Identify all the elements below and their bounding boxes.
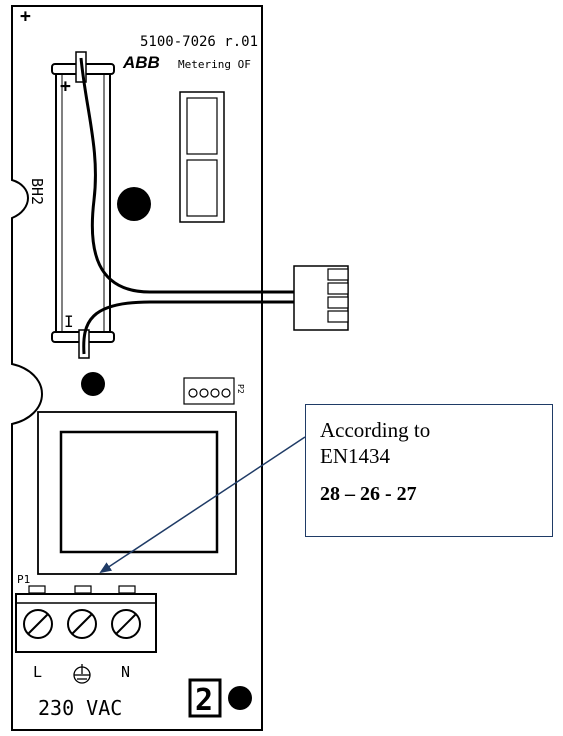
terminal-screw — [111, 609, 141, 639]
brand-suffix: Metering OF — [178, 58, 251, 71]
battery-label: BH2 — [28, 178, 46, 205]
chip-component — [179, 91, 225, 223]
battery-wire-positive — [79, 57, 295, 294]
small-connector — [183, 377, 235, 405]
jumper-number-box — [188, 678, 222, 718]
callout-line-1: According to — [320, 418, 431, 442]
callout-line-2: EN1434 — [320, 444, 390, 468]
mounting-hole — [228, 686, 252, 710]
battery-wire-negative — [82, 300, 295, 355]
mounting-hole — [81, 372, 105, 396]
mounting-hole — [117, 187, 151, 221]
ground-icon — [73, 664, 91, 684]
terminal-label-live: L — [33, 663, 42, 681]
battery-minus: I — [64, 312, 74, 331]
terminal-screw — [67, 609, 97, 639]
terminal-codes: 28 – 26 - 27 — [320, 483, 417, 505]
connector-header-label: P1 — [17, 573, 30, 586]
terminal-label-neutral: N — [121, 663, 130, 681]
callout-arrow — [99, 436, 306, 574]
voltage-label: 230 VAC — [38, 696, 122, 720]
abb-logo: ABB — [122, 53, 160, 72]
transformer — [37, 411, 237, 575]
wire-connector — [293, 265, 349, 331]
part-number: 5100-7026 r.01 — [140, 34, 258, 50]
terminal-screw — [23, 609, 53, 639]
jumper-number: 2 — [195, 683, 213, 718]
standard-callout-box: According to EN1434 28 – 26 - 27 — [305, 404, 553, 537]
small-connector-label: P2 — [236, 384, 245, 394]
corner-plus: + — [20, 6, 31, 27]
battery-plus: + — [60, 76, 71, 97]
